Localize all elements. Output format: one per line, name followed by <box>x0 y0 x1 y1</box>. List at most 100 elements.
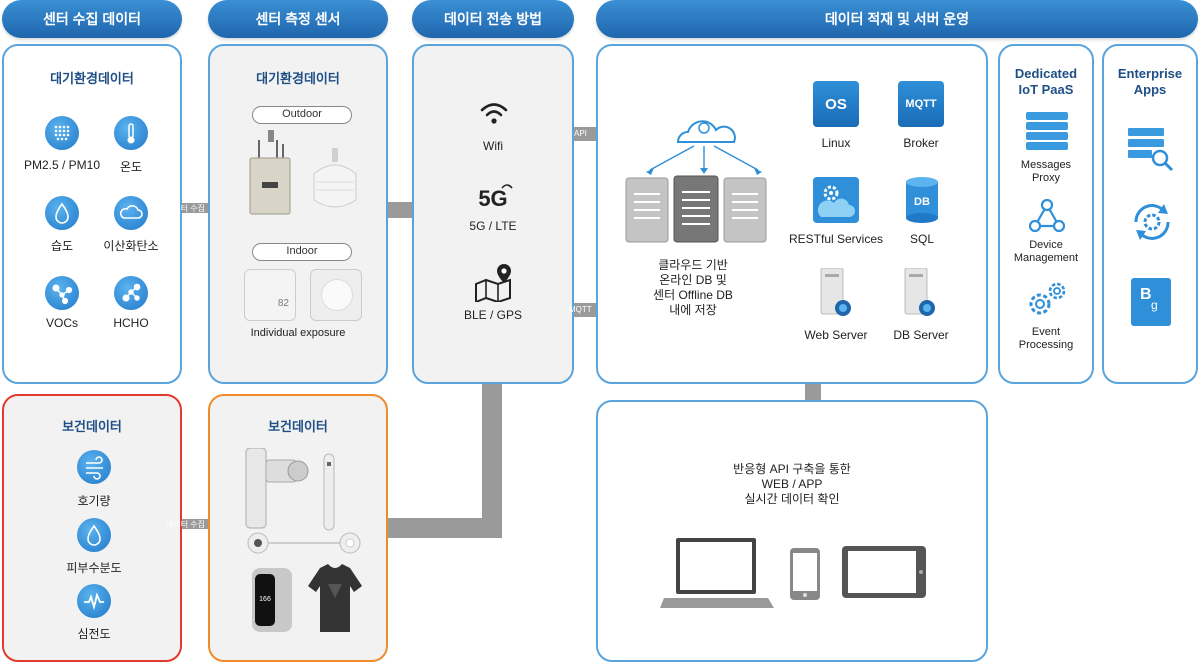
panel-enterprise-apps: Enterprise Apps B g <box>1102 44 1198 384</box>
panel-title: 대기환경데이터 <box>50 71 134 86</box>
header-transfer: 데이터 전송 방법 <box>412 0 574 38</box>
label-restful: RESTful Services <box>788 232 884 246</box>
apps-title: Enterprise Apps <box>1104 66 1196 98</box>
panel-server: 클라우드 기반 온라인 DB 및 센터 Offline DB 내에 저장 OS … <box>596 44 988 384</box>
label-skin: 피부수분도 <box>66 561 122 575</box>
caption-line: 온라인 DB 및 <box>659 273 727 287</box>
label-linux: Linux <box>821 136 851 150</box>
search-server-icon <box>1128 128 1174 172</box>
panel-title: 대기환경데이터 <box>256 71 340 86</box>
paas-item-line: Management <box>1013 252 1079 264</box>
label-co2: 이산화탄소 <box>103 239 159 253</box>
arrow-label-collect-top: 데이터 수집 <box>166 204 206 213</box>
os-icon: OS <box>813 81 859 127</box>
panel-health-sensor: 보건데이터 166 <box>208 394 388 662</box>
label-breath: 호기량 <box>77 494 111 508</box>
realtime-caption: 반응형 API 구축을 통한 WEB / APP 실시간 데이터 확인 <box>598 462 986 507</box>
humidity-icon <box>45 196 79 230</box>
sync-settings-icon <box>1134 204 1170 240</box>
label-vocs: VOCs <box>45 316 78 330</box>
signal-icon <box>501 184 513 189</box>
panel-iot-paas: Dedicated IoT PaaS Messages Proxy Device… <box>998 44 1094 384</box>
cloud-server-diagram <box>625 120 767 243</box>
outdoor-sensor-image <box>249 130 357 215</box>
label-ble-gps: BLE / GPS <box>463 308 523 322</box>
cloud-caption: 클라우드 기반 온라인 DB 및 센터 Offline DB 내에 저장 <box>628 258 758 318</box>
formaldehyde-icon <box>114 276 148 310</box>
paas-title-line: IoT PaaS <box>1018 82 1074 97</box>
paas-item-event: Event Processing <box>1000 326 1092 352</box>
header-sensors: 센터 측정 센서 <box>208 0 388 38</box>
molecule-icon <box>45 276 79 310</box>
realtime-line: 실시간 데이터 확인 <box>744 492 840 506</box>
indoor-display-sensor: 82 <box>244 269 296 321</box>
smartphone-icon <box>790 548 820 600</box>
label-web-server: Web Server <box>804 328 868 342</box>
paas-item-device: Device Management <box>1000 239 1092 265</box>
band-value: 166 <box>259 596 271 603</box>
panel-collect-air: 대기환경데이터 PM2.5 / PM10 온도 습도 이산화탄소 VOCs HC… <box>2 44 182 384</box>
paas-title-line: Dedicated <box>1014 66 1078 81</box>
header-collect-data: 센터 수집 데이터 <box>2 0 182 38</box>
message-stack-icon <box>1026 112 1068 150</box>
panel-realtime: 반응형 API 구축을 통한 WEB / APP 실시간 데이터 확인 <box>596 400 988 662</box>
restful-gear-icon <box>813 177 859 223</box>
paas-item-line: Event <box>1031 326 1061 338</box>
book-glyph: B <box>1140 286 1152 303</box>
breath-icon <box>77 450 111 484</box>
arrow-collect-bottom <box>155 510 236 538</box>
panel-health-collect: 보건데이터 호기량 피부수분도 심전도 <box>2 394 182 662</box>
apps-title-line: Apps <box>1133 82 1167 97</box>
database-icon: DB <box>906 177 938 223</box>
label-sql: SQL <box>909 232 934 246</box>
event-gears-icon <box>1029 282 1066 315</box>
mqtt-icon: MQTT <box>898 81 944 127</box>
indoor-pill: Indoor <box>252 243 352 261</box>
book-glyph-sub: g <box>1151 298 1158 312</box>
label-db-server: DB Server <box>893 328 949 342</box>
paas-item-line: Device <box>1029 239 1063 251</box>
thermometer-icon <box>114 116 148 150</box>
label-wifi: Wifi <box>483 139 503 153</box>
paas-item-line: Messages <box>1020 159 1072 171</box>
paas-item-line: Processing <box>1018 339 1074 351</box>
map-pin-icon <box>475 264 511 302</box>
caption-exposure: Individual exposure <box>250 327 346 339</box>
label-broker: Broker <box>903 136 939 150</box>
5g-icon: 5G <box>478 186 508 211</box>
fitness-band-image: 166 <box>252 568 292 632</box>
label-humidity: 습도 <box>50 239 74 253</box>
sensor-display-value: 82 <box>277 298 289 309</box>
arrow-collect-top <box>155 194 236 222</box>
indoor-round-sensor <box>310 269 362 321</box>
label-5g: 5G / LTE <box>469 219 517 233</box>
label-pm: PM2.5 / PM10 <box>23 158 101 172</box>
laptop-icon <box>660 538 774 608</box>
smart-shirt-image <box>308 564 362 632</box>
paas-item-line: Proxy <box>1031 172 1061 184</box>
arrow-label-mqtt: MQTT <box>569 305 592 314</box>
panel-sensors-air: 대기환경데이터 Outdoor Indoor 82 Individual exp… <box>208 44 388 384</box>
realtime-line: 반응형 API 구축을 통한 <box>733 462 851 476</box>
patch-sensor-image <box>247 532 361 554</box>
label-temp: 온도 <box>119 160 143 174</box>
web-server-icon <box>820 268 851 316</box>
skin-moisture-icon <box>77 518 111 552</box>
caption-line: 클라우드 기반 <box>658 258 728 272</box>
book-icon: B g <box>1131 278 1171 326</box>
tablet-icon <box>842 546 926 598</box>
panel-transfer: Wifi 5G 5G / LTE BLE / GPS <box>412 44 574 384</box>
device-network-icon <box>1028 198 1066 233</box>
header-storage-server: 데이터 적재 및 서버 운영 <box>596 0 1198 38</box>
arrow-label-api: API <box>574 129 587 138</box>
cloud-icon <box>114 196 148 230</box>
dust-icon <box>45 116 79 150</box>
panel-title: 보건데이터 <box>62 419 122 434</box>
caption-line: 내에 저장 <box>669 303 717 317</box>
spirometer-image <box>245 448 335 531</box>
label-ecg: 심전도 <box>77 627 111 641</box>
panel-title: 보건데이터 <box>268 419 328 434</box>
paas-item-messages: Messages Proxy <box>1000 159 1092 185</box>
ecg-icon <box>77 584 111 618</box>
wifi-icon <box>480 103 508 124</box>
